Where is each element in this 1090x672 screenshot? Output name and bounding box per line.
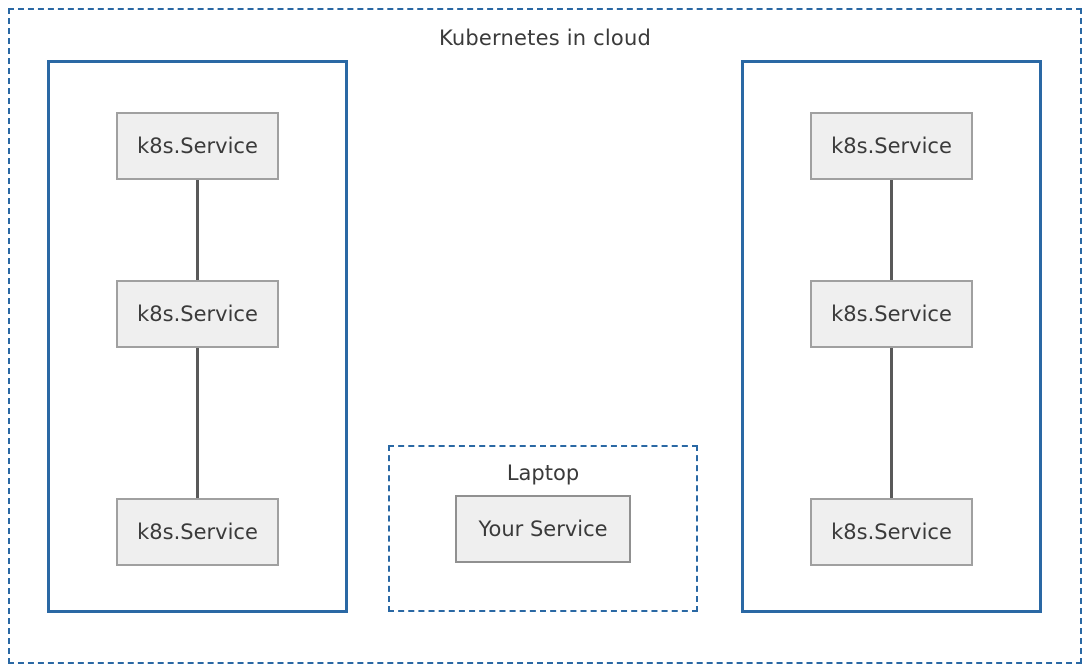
connector-line (196, 346, 199, 500)
your-service-node: Your Service (455, 495, 631, 563)
service-node: k8s.Service (810, 112, 973, 180)
service-node: k8s.Service (810, 280, 973, 348)
service-node: k8s.Service (116, 112, 279, 180)
cloud-boundary (8, 8, 1082, 664)
service-node: k8s.Service (810, 498, 973, 566)
left-cluster: k8s.Service k8s.Service k8s.Service (47, 60, 348, 613)
laptop-title: Laptop (506, 461, 580, 485)
right-cluster: k8s.Service k8s.Service k8s.Service (741, 60, 1042, 613)
service-node: k8s.Service (116, 498, 279, 566)
laptop-boundary: Laptop Your Service (388, 445, 698, 612)
connector-line (890, 178, 893, 282)
service-node: k8s.Service (116, 280, 279, 348)
connector-line (196, 178, 199, 282)
connector-line (890, 346, 893, 500)
diagram-title: Kubernetes in cloud (438, 26, 652, 50)
